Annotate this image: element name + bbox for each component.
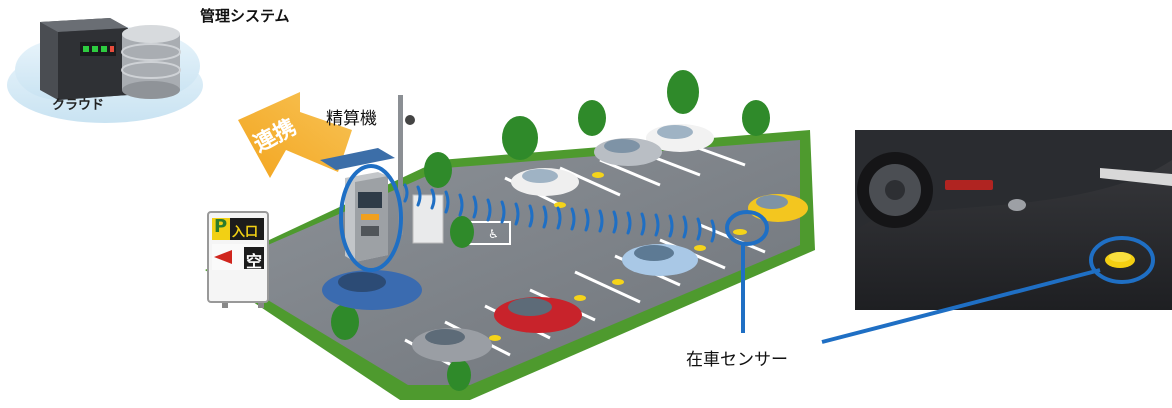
photo-sensor-highlight — [1089, 236, 1155, 284]
vehicle-sensor-label: 在車センサー — [686, 350, 788, 370]
link-arrow-icon — [238, 92, 352, 178]
car-red — [494, 297, 582, 333]
payment-machine-icon — [320, 148, 395, 262]
vehicle-sensors — [489, 172, 747, 341]
car-white-2 — [511, 168, 579, 196]
sensor-highlight — [725, 210, 769, 246]
wireless-signal — [403, 183, 716, 243]
cloud-label: クラウド — [52, 98, 105, 113]
svg-text:♿: ♿ — [488, 227, 499, 241]
payment-machine-label: 精算機 — [326, 109, 377, 129]
parking-lot: ♿ — [205, 130, 815, 400]
entrance-sign — [207, 211, 269, 308]
car-light-blue — [622, 244, 698, 276]
sign-vacant-text: 空 — [246, 252, 263, 271]
car-gray — [412, 328, 492, 362]
sensor-photo — [855, 130, 1172, 310]
camera-pole — [398, 95, 415, 235]
car-yellow — [748, 194, 808, 222]
car-white-1 — [646, 124, 714, 152]
sign-p-letter: P — [214, 216, 228, 237]
management-system-label: 管理システム — [200, 7, 290, 25]
car-blue — [322, 270, 422, 310]
server-icon — [40, 18, 128, 100]
sign-entrance-text: 入口 — [232, 225, 259, 240]
photo-pointer-line — [821, 268, 1101, 344]
trees — [331, 70, 770, 391]
database-icon — [121, 25, 181, 99]
car-silver-1 — [594, 138, 662, 166]
payment-machine-highlight — [339, 164, 403, 272]
